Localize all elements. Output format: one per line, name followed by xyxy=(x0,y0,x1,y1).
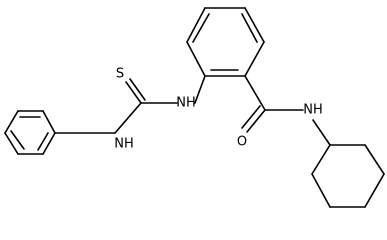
phenyl-amine-nh-label: NH xyxy=(114,137,134,152)
amide-group xyxy=(241,75,331,146)
benzene-ring xyxy=(186,7,265,77)
amide-nh-label: NH xyxy=(303,103,323,118)
phenyl-ring xyxy=(4,110,56,155)
aryl-amine-nh-label: NH xyxy=(176,96,196,111)
molecule-structure-diagram: S NH NH O NH xyxy=(4,7,385,208)
carbonyl-oxygen-label: O xyxy=(237,135,247,150)
sulfur-atom-label: S xyxy=(116,67,124,82)
cyclohexane-ring xyxy=(311,144,385,208)
thiourea-linker xyxy=(54,75,206,134)
